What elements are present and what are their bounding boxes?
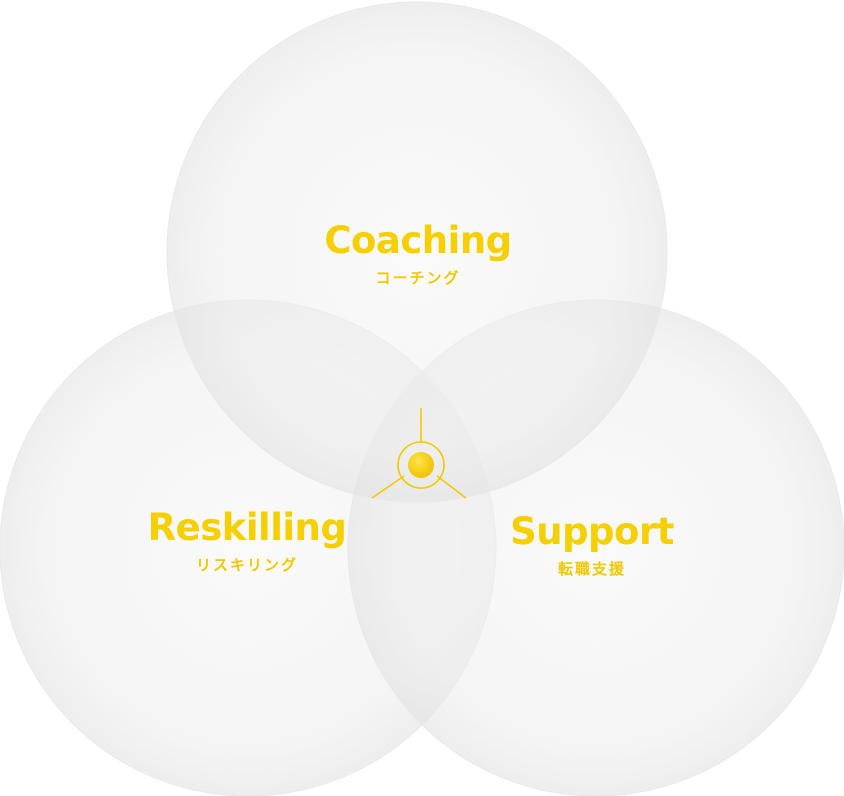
circle-coaching	[166, 1, 668, 503]
reskilling-title: Reskilling	[147, 506, 347, 549]
coaching-title: Coaching	[324, 219, 512, 262]
label-support: Support 転職支援	[510, 510, 674, 580]
target-node-icon	[371, 408, 467, 499]
label-reskilling: Reskilling リスキリング	[148, 506, 347, 576]
label-coaching: Coaching コーチング	[324, 219, 512, 289]
reskilling-subtitle: リスキリング	[195, 556, 298, 574]
coaching-subtitle: コーチング	[375, 269, 461, 287]
support-title: Support	[510, 510, 674, 553]
support-subtitle: 転職支援	[557, 560, 627, 578]
